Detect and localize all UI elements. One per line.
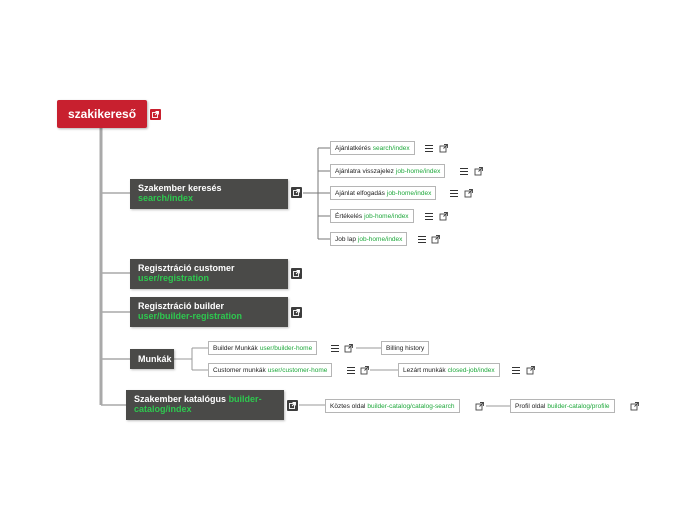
leaf-label: Ajánlatra visszajelez <box>335 167 394 175</box>
external-link-icon[interactable] <box>343 343 354 354</box>
hamburger-menu-icon[interactable] <box>450 190 458 197</box>
external-link-icon[interactable] <box>438 143 449 154</box>
leaf-label: Értékelés <box>335 212 363 220</box>
external-link-icon[interactable] <box>463 188 474 199</box>
external-link-icon[interactable] <box>291 187 302 198</box>
leaf-ajanlat-elfogadas[interactable]: Ajánlat elfogadás job-home/index <box>330 186 437 200</box>
root-node[interactable]: szakikereső <box>57 100 147 128</box>
leaf-koztes-oldal[interactable]: Köztes oldal builder-catalog/catalog-sea… <box>325 399 460 413</box>
branch-title: Szakember katalógus <box>134 394 227 404</box>
hamburger-menu-icon[interactable] <box>418 236 426 243</box>
branch-regisztracio-customer[interactable]: Regisztráció customer user/registration <box>130 259 288 289</box>
hamburger-menu-icon[interactable] <box>425 213 433 220</box>
branch-title: Munkák <box>138 354 172 364</box>
leaf-builder-munkak[interactable]: Builder Munkák user/builder-home <box>208 341 318 355</box>
leaf-billing-history[interactable]: Billing history <box>381 341 430 355</box>
hamburger-menu-icon[interactable] <box>460 168 468 175</box>
branch-title: Regisztráció customer <box>138 263 235 273</box>
leaf-label: Builder Munkák <box>213 344 258 352</box>
leaf-label: Job lap <box>335 235 356 243</box>
leaf-path: job-home/index <box>364 212 409 220</box>
leaf-path: builder-catalog/catalog-search <box>367 402 455 410</box>
leaf-path: user/builder-home <box>259 344 313 352</box>
external-link-icon[interactable] <box>287 400 298 411</box>
leaf-path: job-home/index <box>357 235 403 243</box>
leaf-job-lap[interactable]: Job lap job-home/index <box>330 232 408 246</box>
leaf-ertekeles[interactable]: Értékelés job-home/index <box>330 209 414 223</box>
external-link-icon[interactable] <box>291 307 302 318</box>
hamburger-menu-icon[interactable] <box>512 367 520 374</box>
leaf-label: Köztes oldal <box>330 402 366 410</box>
leaf-label: Profil oldal <box>515 402 546 410</box>
external-link-icon[interactable] <box>150 109 161 120</box>
leaf-label: Ajánlatkérés <box>335 144 371 152</box>
external-link-icon[interactable] <box>430 234 441 245</box>
leaf-path: builder-catalog/profile <box>547 402 610 410</box>
leaf-lezart-munkak[interactable]: Lezárt munkák closed-job/index <box>398 363 500 377</box>
external-link-icon[interactable] <box>629 401 640 412</box>
leaf-path: job-home/index <box>395 167 441 175</box>
external-link-icon[interactable] <box>474 401 485 412</box>
branch-regisztracio-builder[interactable]: Regisztráció builder user/builder-regist… <box>130 297 288 327</box>
leaf-label: Billing history <box>386 344 425 352</box>
leaf-label: Lezárt munkák <box>403 366 446 374</box>
branch-path: builder- <box>228 394 262 404</box>
external-link-icon[interactable] <box>438 211 449 222</box>
external-link-icon[interactable] <box>291 268 302 279</box>
leaf-path: search/index <box>372 144 410 152</box>
leaf-ajanlatkeres[interactable]: Ajánlatkérés search/index <box>330 141 415 155</box>
branch-szakember-kereses[interactable]: Szakember keresés search/index <box>130 179 288 209</box>
leaf-label: Ajánlat elfogadás <box>335 189 385 197</box>
branch-path: user/registration <box>138 273 210 283</box>
leaf-profil-oldal[interactable]: Profil oldal builder-catalog/profile <box>510 399 615 413</box>
hamburger-menu-icon[interactable] <box>347 367 355 374</box>
external-link-icon[interactable] <box>359 365 370 376</box>
leaf-customer-munkak[interactable]: Customer munkák user/customer-home <box>208 363 333 377</box>
branch-path: user/builder-registration <box>138 311 243 321</box>
branch-title: Szakember keresés <box>138 183 222 193</box>
branch-munkak[interactable]: Munkák <box>130 349 174 369</box>
leaf-ajanlatra-visszajelez[interactable]: Ajánlatra visszajelez job-home/index <box>330 164 446 178</box>
hamburger-menu-icon[interactable] <box>425 145 433 152</box>
leaf-path: closed-job/index <box>447 366 495 374</box>
branch-title: Regisztráció builder <box>138 301 225 311</box>
leaf-path: user/customer-home <box>267 366 328 374</box>
leaf-path: job-home/index <box>386 189 432 197</box>
external-link-icon[interactable] <box>525 365 536 376</box>
external-link-icon[interactable] <box>473 166 484 177</box>
branch-path: catalog/index <box>134 404 192 414</box>
branch-path: search/index <box>138 193 194 203</box>
branch-szakember-katalogus[interactable]: Szakember katalógus builder- catalog/ind… <box>126 390 284 420</box>
leaf-label: Customer munkák <box>213 366 266 374</box>
hamburger-menu-icon[interactable] <box>331 345 339 352</box>
